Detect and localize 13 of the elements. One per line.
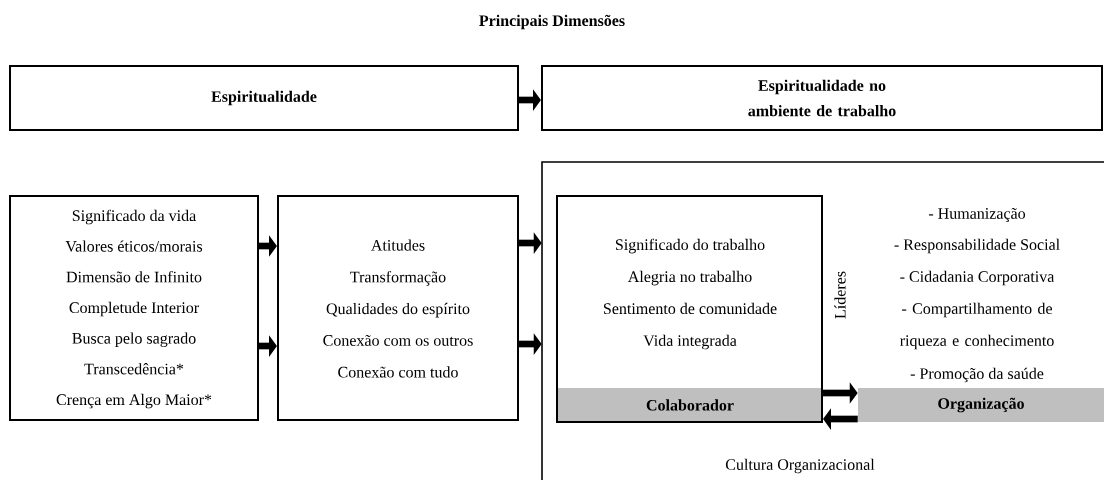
list-box: Significado da vida Valores éticos/morais Dimensão de Infinito Completude Interior Busca pelo sagrado Transcedência* Crença em Algo Maior*	[9, 195, 259, 421]
header-box: Espiritualidade no ambiente de trabalho	[541, 65, 1103, 131]
title: Principais Dimensões	[479, 14, 625, 30]
frame-label: Cultura Organizacional	[725, 458, 875, 474]
bullet-text: - Responsabilidade Social	[894, 238, 1060, 254]
bullet-text: - Humanização	[928, 207, 1026, 223]
list-box: Atitudes Transformação Qualidades do espírito Conexão com os outros Conexão com tudo	[277, 195, 519, 421]
band-box: Significado do trabalho Alegria no trabalho Sentimento de comunidade Vida integrada Colaborador	[556, 195, 823, 423]
band: Organização	[858, 388, 1104, 422]
bullet-text: - Promoção da saúde	[910, 367, 1044, 383]
bullet-text: - Cidadania Corporativa	[900, 270, 1055, 286]
bullet-text: - Compartilhamento de riqueza e conhecimento	[900, 302, 1054, 350]
header-box: Espiritualidade	[9, 65, 519, 131]
